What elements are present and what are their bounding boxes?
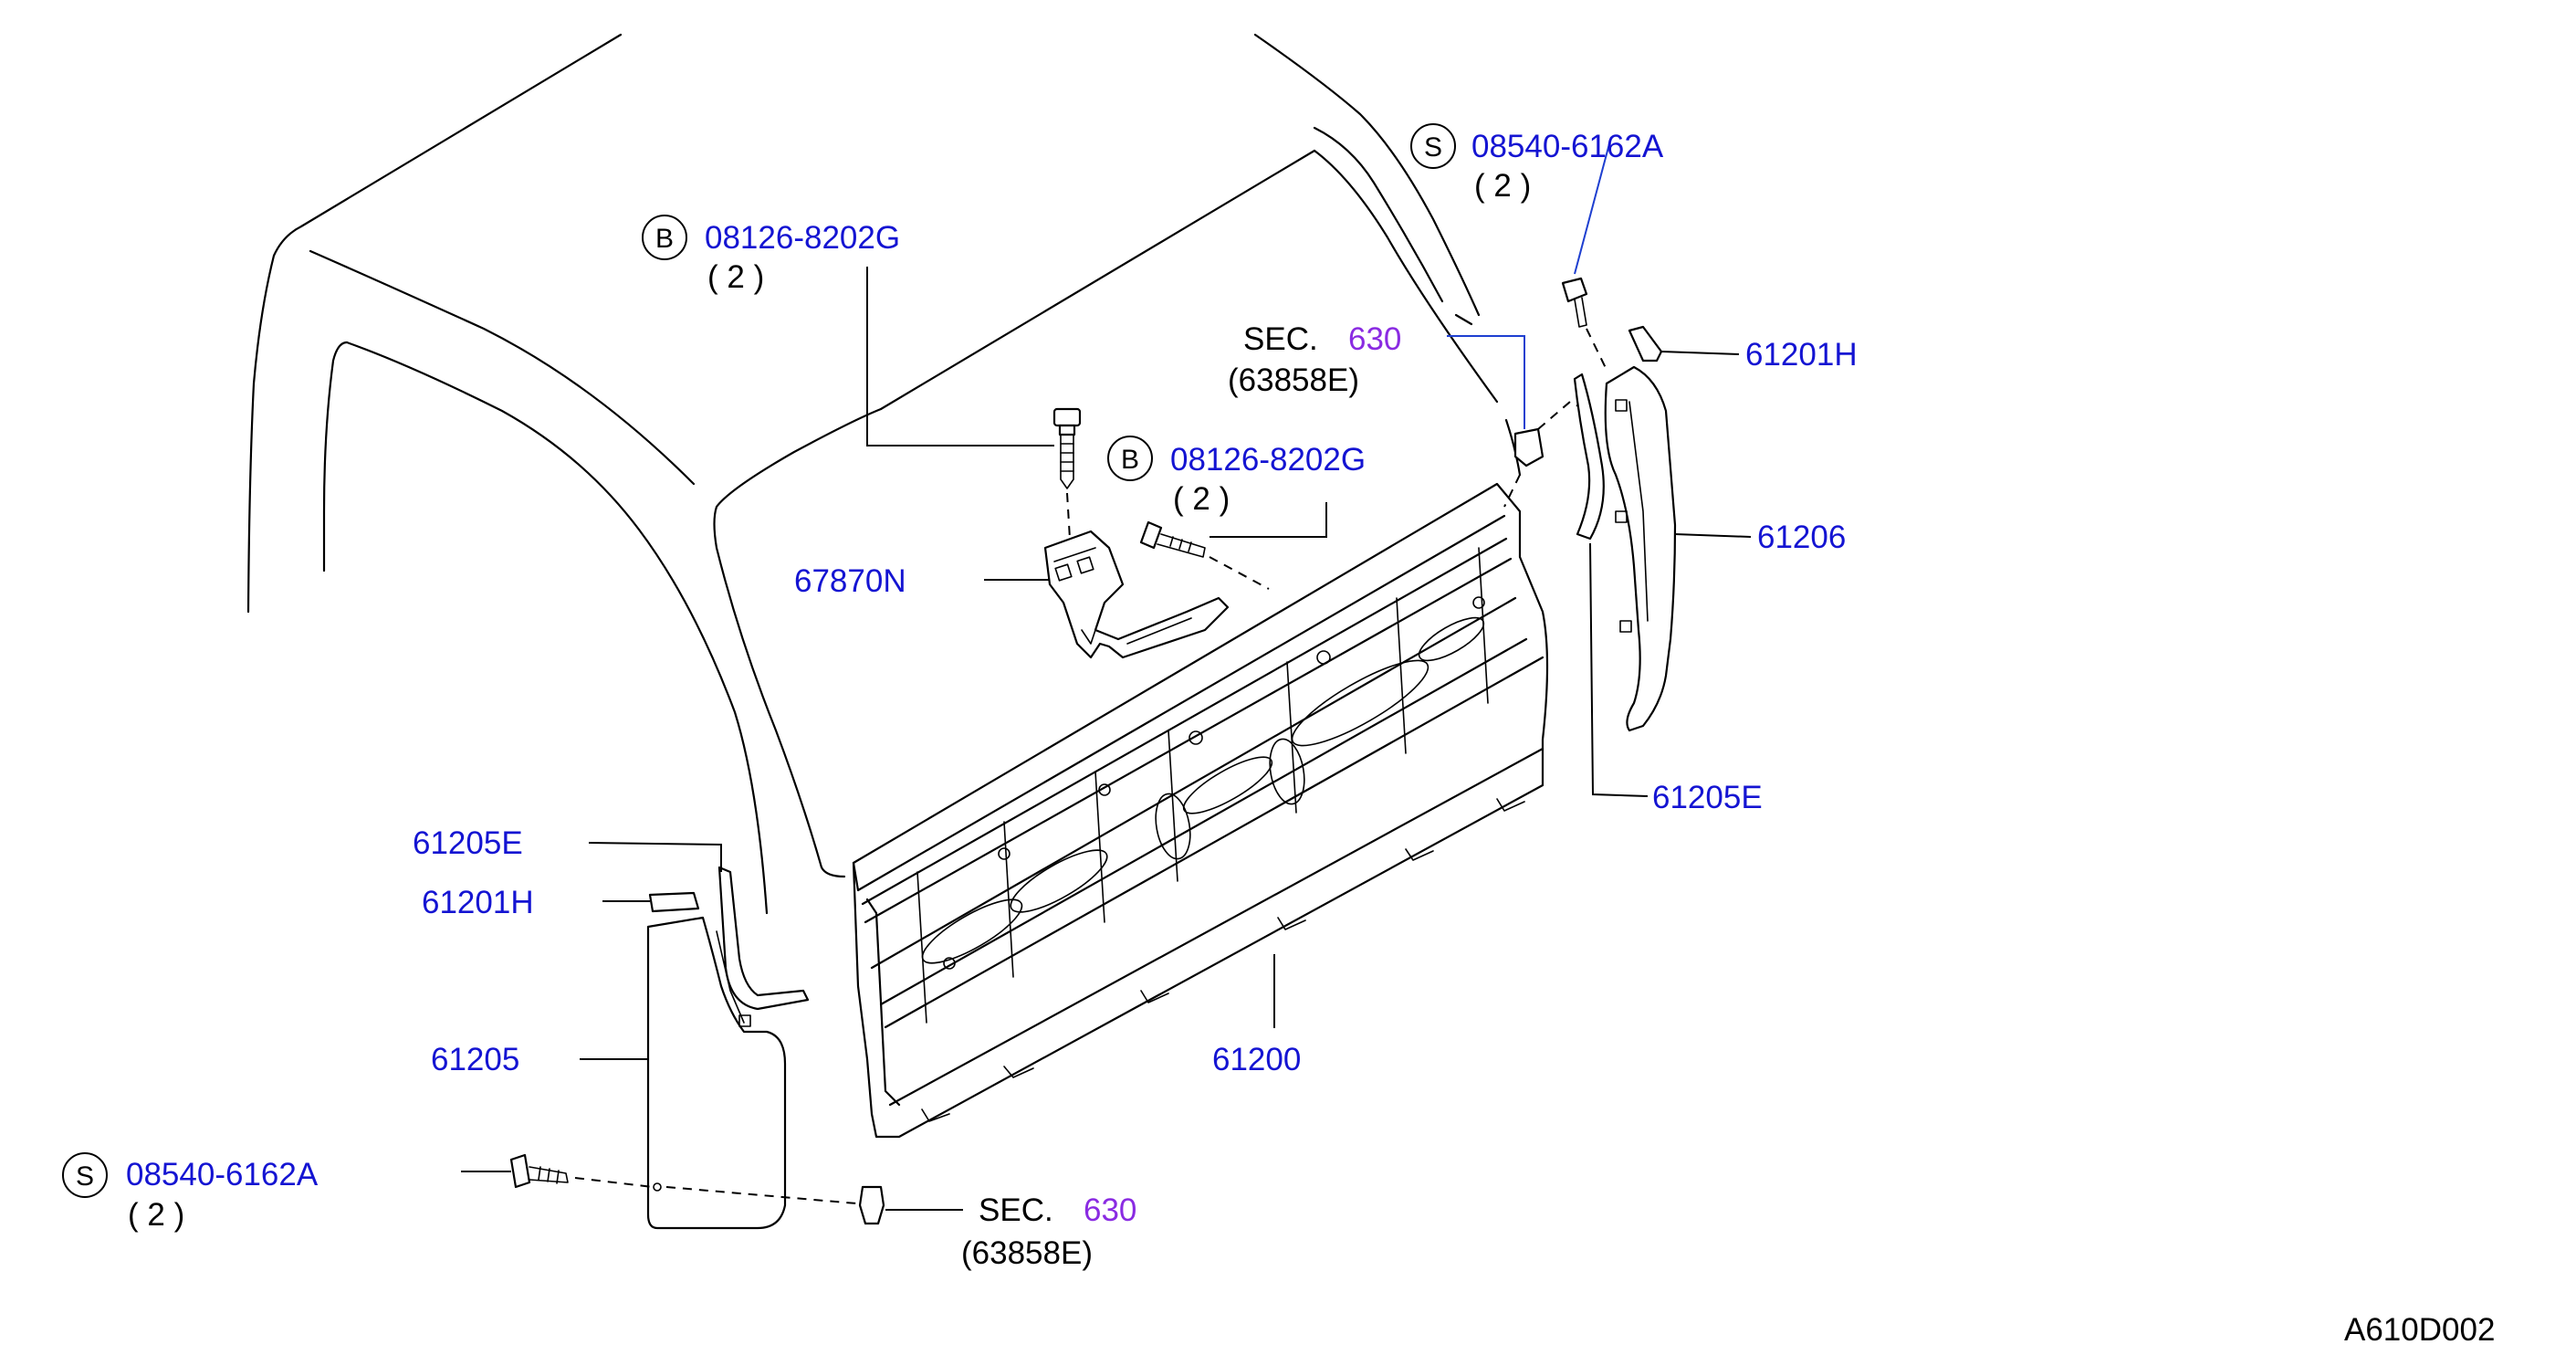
callout-s-letter-top: S	[1424, 132, 1442, 163]
part-61205E-left-label[interactable]: 61205E	[413, 825, 523, 861]
qty-bolt-top: ( 2 )	[707, 259, 764, 295]
seal-61205E-right[interactable]	[1573, 373, 1605, 541]
clip-upper-sec630[interactable]	[1503, 400, 1591, 508]
label-screw-top[interactable]: S 08540-6162A ( 2 )	[1410, 123, 1664, 204]
corner-panel-61205[interactable]	[646, 916, 787, 1230]
sec-prefix-bottom: SEC.	[979, 1192, 1053, 1228]
qty-bolt-mid: ( 2 )	[1173, 481, 1230, 517]
screw-lower[interactable]	[509, 1153, 654, 1189]
callout-s-circle-top	[1410, 123, 1456, 169]
bolt-top[interactable]	[1052, 407, 1082, 540]
label-bolt-top[interactable]: B 08126-8202G ( 2 )	[642, 215, 900, 295]
callout-b-circle-top	[642, 215, 687, 260]
cap-61201H-left[interactable]	[648, 891, 700, 913]
part-61200-label[interactable]: 61200	[1212, 1042, 1301, 1077]
sec-number-bottom[interactable]: 630	[1084, 1192, 1136, 1228]
part-61206-label[interactable]: 61206	[1757, 520, 1846, 555]
label-sec-top[interactable]: SEC. 630 (63858E)	[1228, 321, 1401, 398]
qty-screw-bottom: ( 2 )	[128, 1197, 184, 1233]
sec-number-top[interactable]: 630	[1348, 321, 1401, 357]
part-code-bolt-mid[interactable]: 08126-8202G	[1170, 442, 1366, 478]
part-61201H-left-label[interactable]: 61201H	[422, 885, 534, 920]
part-67870N-label[interactable]: 67870N	[794, 563, 906, 599]
callout-b-letter-top: B	[655, 224, 674, 254]
part-code-screw-top[interactable]: 08540-6162A	[1471, 129, 1664, 164]
corner-panel-61206[interactable]	[1604, 365, 1677, 732]
part-61205E-right-label[interactable]: 61205E	[1652, 780, 1763, 815]
callout-s-circle-bottom	[62, 1152, 108, 1198]
bolt-mid[interactable]	[1139, 520, 1270, 590]
part-code-bolt-top[interactable]: 08126-8202G	[705, 220, 900, 256]
sec-prefix-top: SEC.	[1243, 321, 1318, 357]
label-screw-bottom[interactable]: S 08540-6162A ( 2 )	[62, 1152, 319, 1233]
label-bolt-mid[interactable]: B 08126-8202G ( 2 )	[1107, 436, 1366, 517]
cap-61201H-right[interactable]	[1628, 325, 1663, 362]
sec-sub-top: (63858E)	[1228, 362, 1359, 398]
clip-lower-sec630[interactable]	[665, 1185, 885, 1225]
qty-screw-top: ( 2 )	[1474, 168, 1531, 204]
part-code-screw-bottom[interactable]: 08540-6162A	[126, 1157, 319, 1192]
callout-s-letter-bottom: S	[76, 1161, 94, 1192]
label-sec-bottom[interactable]: SEC. 630 (63858E)	[961, 1192, 1136, 1271]
part-61205-label[interactable]: 61205	[431, 1042, 519, 1077]
back-panel-61200[interactable]	[852, 482, 1549, 1139]
sec-sub-bottom: (63858E)	[961, 1235, 1093, 1271]
part-61201H-right-label[interactable]: 61201H	[1745, 337, 1858, 373]
latch-67870N[interactable]	[1043, 530, 1230, 659]
leader-lines	[461, 136, 1752, 1211]
callout-b-circle-mid	[1107, 436, 1153, 481]
cab-body-outline	[246, 33, 1522, 915]
callout-b-letter-mid: B	[1121, 445, 1139, 475]
seal-61205E-left[interactable]	[717, 866, 810, 1011]
screw-upper[interactable]	[1561, 277, 1607, 371]
diagram-id: A610D002	[2344, 1312, 2495, 1348]
